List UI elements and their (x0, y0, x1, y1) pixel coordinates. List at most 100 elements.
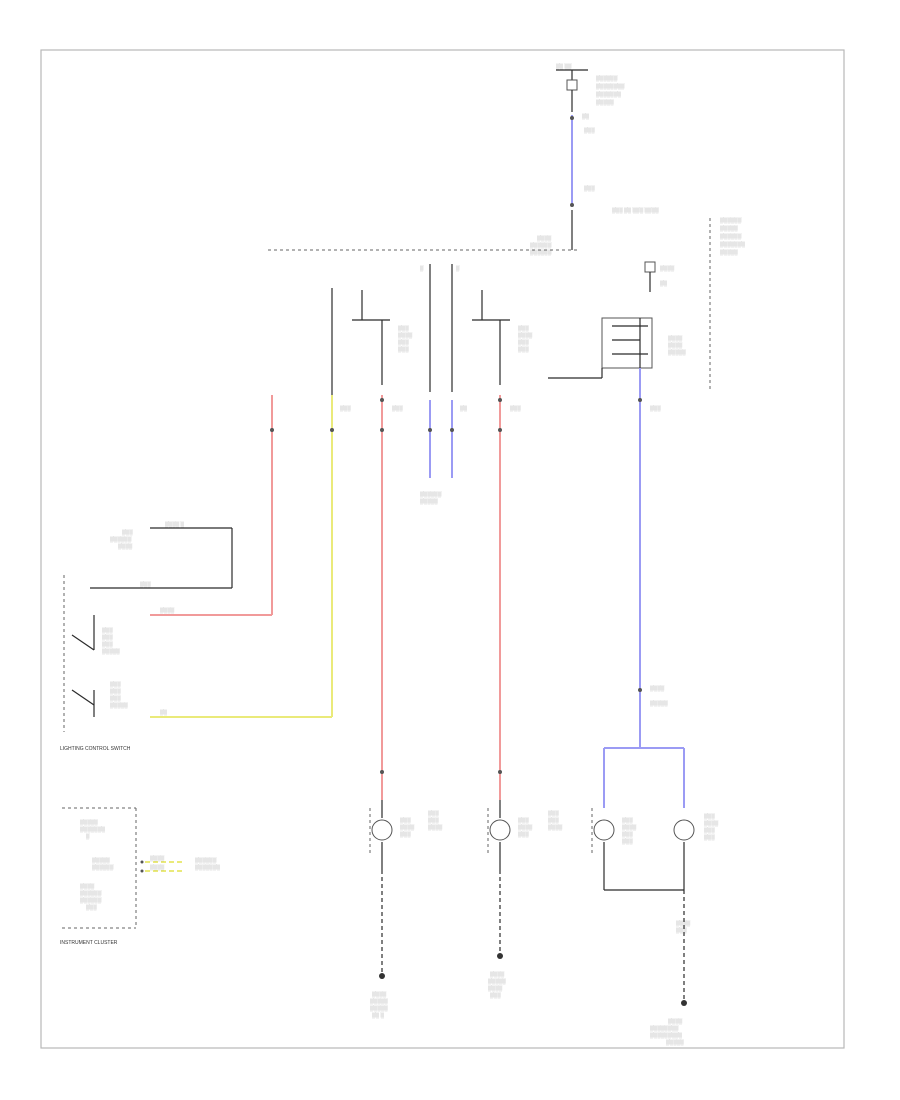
svg-text:░░░░: ░░░░ (660, 265, 675, 272)
svg-text:░: ░ (86, 833, 90, 840)
svg-text:░░░░: ░░░░ (150, 855, 165, 862)
svg-text:░░░░: ░░░░ (398, 332, 413, 339)
svg-text:░░░░: ░░░░ (650, 685, 665, 692)
svg-text:░░░░: ░░░░ (548, 824, 563, 831)
svg-text:░░░░: ░░░░ (668, 335, 683, 342)
svg-text:░░░: ░░░ (518, 831, 529, 838)
svg-text:░░░░░: ░░░░░ (370, 998, 388, 1005)
svg-text:░░░░: ░░░░ (704, 820, 719, 827)
svg-text:░░░░░: ░░░░░ (110, 702, 128, 709)
instrument-cluster: ░░░░░ ░░░░░░░ ░ ░░░░░ ░░░░░░ ░░░░ ░░░░░░… (60, 807, 220, 946)
svg-text:░░░░░░░: ░░░░░░░ (195, 864, 220, 871)
svg-text:░░░░░░░: ░░░░░░░ (596, 91, 621, 98)
svg-text:░░: ░░ (660, 280, 668, 287)
lighting-control-switch-caption: LIGHTING CONTROL SWITCH (60, 746, 131, 752)
svg-text:░░░░░░░░: ░░░░░░░░ (596, 83, 625, 90)
svg-text:░░░: ░░░ (398, 339, 409, 346)
svg-text:░░░░░░: ░░░░░░ (530, 249, 552, 256)
svg-text:░░░: ░░░ (400, 831, 411, 838)
svg-text:░░░░: ░░░░ (150, 864, 165, 871)
svg-text:░░░░: ░░░░ (488, 985, 503, 992)
svg-text:░░░░░░░░: ░░░░░░░░ (650, 1025, 679, 1032)
svg-text:░░░░░░: ░░░░░░ (110, 536, 132, 543)
svg-text:░░░: ░░░ (548, 810, 559, 817)
svg-text:░░░░░: ░░░░░ (420, 498, 438, 505)
svg-text:░░░░: ░░░░ (668, 342, 683, 349)
svg-text:░░░░: ░░░░ (400, 824, 415, 831)
svg-text:░░░: ░░░ (398, 325, 409, 332)
svg-text:░░░░: ░░░░ (537, 235, 552, 242)
relay: ░░░░ ░░░░ ░░░░░ (548, 317, 686, 379)
svg-text:░░░░: ░░░░ (518, 332, 533, 339)
svg-text:░░░: ░░░ (622, 817, 633, 824)
svg-text:░░░░: ░░░░ (118, 543, 133, 550)
svg-text:░░░░: ░░░░ (676, 920, 691, 927)
svg-text:░░░░░: ░░░░░ (596, 99, 614, 106)
svg-text:░░ ░░: ░░ ░░ (556, 63, 572, 70)
svg-text:░░░: ░░░ (400, 817, 411, 824)
svg-text:░░░░░: ░░░░░ (370, 1005, 388, 1012)
svg-text:░░░: ░░░ (704, 827, 715, 834)
lamp-4: ░░░ ░░░░ ░░░ ░░░ (673, 813, 719, 841)
svg-text:░░░░: ░░░░ (518, 824, 533, 831)
svg-text:░░░: ░░░ (102, 634, 113, 641)
svg-text:░░░░: ░░░░ (622, 824, 637, 831)
svg-text:░░░: ░░░ (518, 817, 529, 824)
svg-text:░░░░░: ░░░░░ (80, 819, 98, 826)
svg-text:░░░░░: ░░░░░ (650, 700, 668, 707)
svg-text:░░░: ░░░ (392, 405, 403, 412)
svg-text:░░░░░░: ░░░░░░ (80, 897, 102, 904)
fuse-20a: ░░░░ ░░ (644, 261, 675, 292)
lighting-control-switch: ░░░░ ░ ░░░ ░░░░░░ ░░░░ ░░░ ░░░ ░░░ ░░░ ░… (60, 521, 233, 752)
fuse-tab-2: ░░░ ░░░░ ░░░ ░░░ (352, 290, 413, 385)
svg-text:░: ░ (456, 265, 460, 272)
svg-text:░░░░: ░░░░ (80, 883, 95, 890)
svg-text:░░░░░░: ░░░░░░ (530, 242, 552, 249)
svg-text:░░: ░░ (582, 113, 590, 120)
svg-text:░░░: ░░░ (428, 810, 439, 817)
svg-text:░░░: ░░░ (428, 817, 439, 824)
svg-text:░░░: ░░░ (110, 695, 121, 702)
svg-text:░░░░░: ░░░░░ (666, 1039, 684, 1046)
svg-text:░░░: ░░░ (518, 339, 529, 346)
svg-text:░░░: ░░░ (398, 346, 409, 353)
svg-text:░░░░ ░: ░░░░ ░ (165, 521, 185, 528)
svg-text:░░░: ░░░ (650, 405, 661, 412)
top-fuse-block: ░░ ░░ ░░░░░░ ░░░░░░░░ ░░░░░░░ ░░░░░ ░░ (556, 63, 625, 120)
svg-text:░░░: ░░░ (518, 346, 529, 353)
svg-text:░░░: ░░░ (110, 681, 121, 688)
fuse-tab-3: ░ ░ (420, 264, 460, 392)
lamp-1: ░░░ ░░░░ ░░░ ░░░ ░░░ ░░░░ (369, 800, 443, 870)
svg-text:░░░: ░░░ (122, 529, 133, 536)
svg-text:░░░: ░░░ (584, 127, 595, 134)
instrument-cluster-caption: INSTRUMENT CLUSTER (60, 940, 118, 946)
svg-text:░░: ░░ (160, 709, 168, 716)
svg-text:░░░░░░: ░░░░░░ (195, 857, 217, 864)
svg-text:░░░░: ░░░░ (160, 607, 175, 614)
svg-text:░░░ ░░ ░░░ ░░░░: ░░░ ░░ ░░░ ░░░░ (612, 207, 659, 214)
svg-text:░░░: ░░░ (622, 838, 633, 845)
svg-text:░░░: ░░░ (86, 904, 97, 911)
svg-text:░░░░░░░: ░░░░░░░ (720, 241, 745, 248)
svg-text:░░░░: ░░░░ (372, 991, 387, 998)
svg-text:░░░░░: ░░░░░ (720, 225, 738, 232)
svg-text:░░░░░░░: ░░░░░░░ (80, 826, 105, 833)
svg-text:░░░░: ░░░░ (490, 971, 505, 978)
svg-text:░░░: ░░░ (622, 831, 633, 838)
svg-text:░░░: ░░░ (102, 627, 113, 634)
svg-text:░░░: ░░░ (704, 834, 715, 841)
svg-text:░░░░: ░░░░ (428, 824, 443, 831)
fuse-tab-4: ░░░ ░░░░ ░░░ ░░░ (472, 290, 533, 385)
svg-text:░░░░░: ░░░░░ (488, 978, 506, 985)
svg-text:░░░: ░░░ (340, 405, 351, 412)
svg-text:░░░: ░░░ (102, 641, 113, 648)
svg-text:░░░: ░░░ (140, 581, 151, 588)
svg-text:░░░░░░: ░░░░░░ (720, 233, 742, 240)
svg-text:░░░: ░░░ (704, 813, 715, 820)
svg-text:░░ ░: ░░ ░ (372, 1012, 384, 1019)
svg-text:░░░░: ░░░░ (668, 1018, 683, 1025)
svg-text:░░░░░░: ░░░░░░ (80, 890, 102, 897)
lamp-2: ░░░ ░░░░ ░░░ ░░░ ░░░ ░░░░ (487, 800, 563, 870)
svg-text:░░░░░░: ░░░░░░ (596, 75, 618, 82)
